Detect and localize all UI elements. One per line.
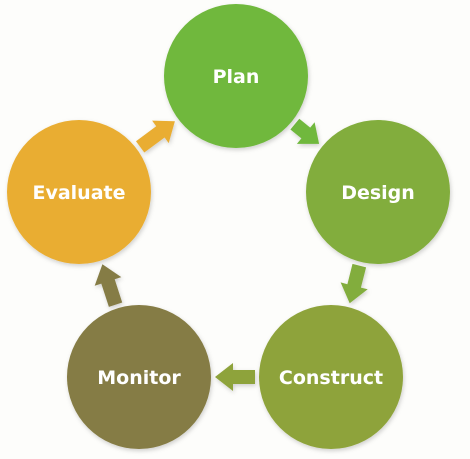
arrow-monitor-to-evaluate (94, 264, 123, 307)
node-plan-label: Plan (213, 66, 260, 88)
node-design: Design (306, 120, 450, 264)
node-design-label: Design (341, 182, 415, 204)
node-construct: Construct (259, 305, 403, 449)
node-monitor: Monitor (67, 305, 211, 449)
node-plan-circle (164, 4, 308, 148)
arrow-design-to-construct (340, 263, 368, 304)
node-evaluate-label: Evaluate (32, 182, 125, 204)
arrow-evaluate-to-plan (136, 120, 175, 153)
node-plan: Plan (164, 4, 308, 148)
arrow-plan-to-design (290, 118, 320, 144)
node-construct-label: Construct (279, 367, 383, 389)
node-evaluate-circle (7, 120, 151, 264)
node-construct-circle (259, 305, 403, 449)
node-design-circle (306, 120, 450, 264)
node-monitor-circle (67, 305, 211, 449)
node-monitor-label: Monitor (97, 367, 181, 389)
node-evaluate: Evaluate (7, 120, 151, 264)
arrow-construct-to-monitor (215, 363, 255, 391)
